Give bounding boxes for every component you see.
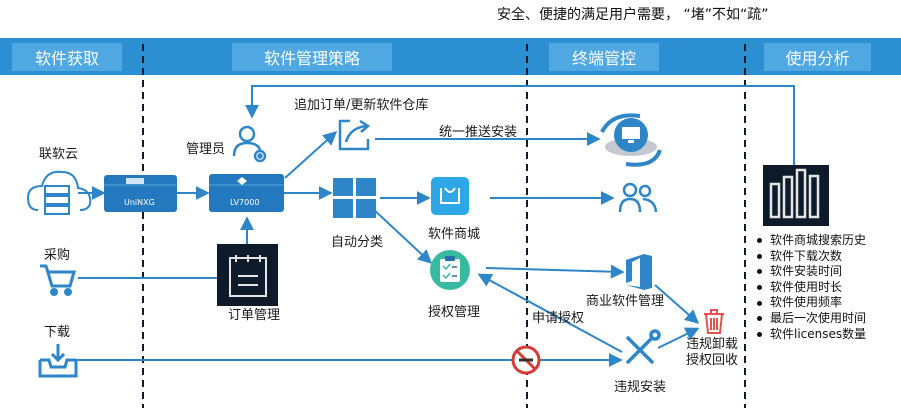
violation-install-label: 违规安装 [614, 380, 667, 395]
header-terminal-control: 终端管控 [549, 43, 659, 71]
purchase-label: 采购 [44, 248, 71, 263]
header-management-strategy: 软件管理策略 [232, 43, 392, 71]
unified-push-label: 统一推送安装 [439, 125, 518, 140]
windows-icon [333, 178, 376, 218]
usage-stats-list: 软件商城搜索历史 软件下载次数 软件安装时间 软件使用时长 软件使用频率 最后一… [757, 233, 866, 342]
header-software-acquisition: 软件获取 [12, 43, 122, 71]
lv7000-label: LV7000 [230, 198, 259, 207]
office-icon [626, 254, 652, 290]
violation-uninstall-label: 违规卸载 [686, 337, 739, 352]
share-icon [338, 119, 371, 151]
license-recovery-label: 授权回收 [686, 353, 739, 368]
apply-license-label: 申请授权 [532, 311, 585, 326]
stat-item: 软件商城搜索历史 [757, 233, 866, 249]
license-to-commercial-line [485, 264, 625, 279]
download-label: 下载 [44, 325, 71, 340]
cart-icon [40, 264, 76, 296]
classify-to-license-line [371, 207, 433, 264]
cloud-server-icon [26, 170, 92, 215]
order-management-icon [217, 244, 278, 306]
stat-item: 最后一次使用时间 [757, 311, 866, 327]
shopping-bag-icon [431, 177, 469, 215]
violation-to-license-line [477, 273, 623, 353]
stat-item: 软件使用时长 [757, 280, 866, 296]
lv7000-device: LV7000 [209, 174, 284, 212]
software-store-label: 软件商城 [428, 227, 481, 242]
uninxg-label: UniNXG [124, 198, 155, 207]
tools-icon [626, 329, 661, 364]
feedback-loop-line [245, 85, 795, 172]
stat-item: 软件使用频率 [757, 295, 866, 311]
auto-classify-label: 自动分类 [331, 235, 384, 250]
clipboard-icon [430, 250, 470, 290]
uninxg-device: UniNXG [104, 175, 177, 212]
stat-item: 软件licenses数量 [757, 327, 866, 343]
order-mgmt-label: 订单管理 [228, 308, 281, 323]
lv7000-to-push-line [284, 131, 338, 179]
stat-item: 软件安装时间 [757, 264, 866, 280]
no-entry-icon [511, 345, 541, 375]
header-band [0, 38, 901, 75]
stat-item: 软件下载次数 [757, 249, 866, 265]
monitor-sync-icon [600, 113, 662, 167]
license-mgmt-label: 授权管理 [428, 305, 481, 320]
admin-icon [232, 125, 267, 163]
cloud-label: 联软云 [39, 147, 79, 162]
violation-to-trash-line [657, 327, 700, 349]
add-order-label: 追加订单/更新软件仓库 [294, 98, 429, 113]
download-tray-icon [38, 344, 78, 378]
commercial-to-trash-line [654, 284, 700, 324]
users-icon [618, 182, 658, 213]
bar-chart-icon [763, 165, 829, 226]
admin-label: 管理员 [186, 142, 226, 157]
tagline: 安全、便捷的满足用户需要， “堵”不如“疏” [497, 7, 769, 23]
commercial-mgmt-label: 商业软件管理 [586, 294, 665, 309]
header-usage-analysis: 使用分析 [764, 43, 871, 71]
trash-icon [704, 309, 724, 334]
